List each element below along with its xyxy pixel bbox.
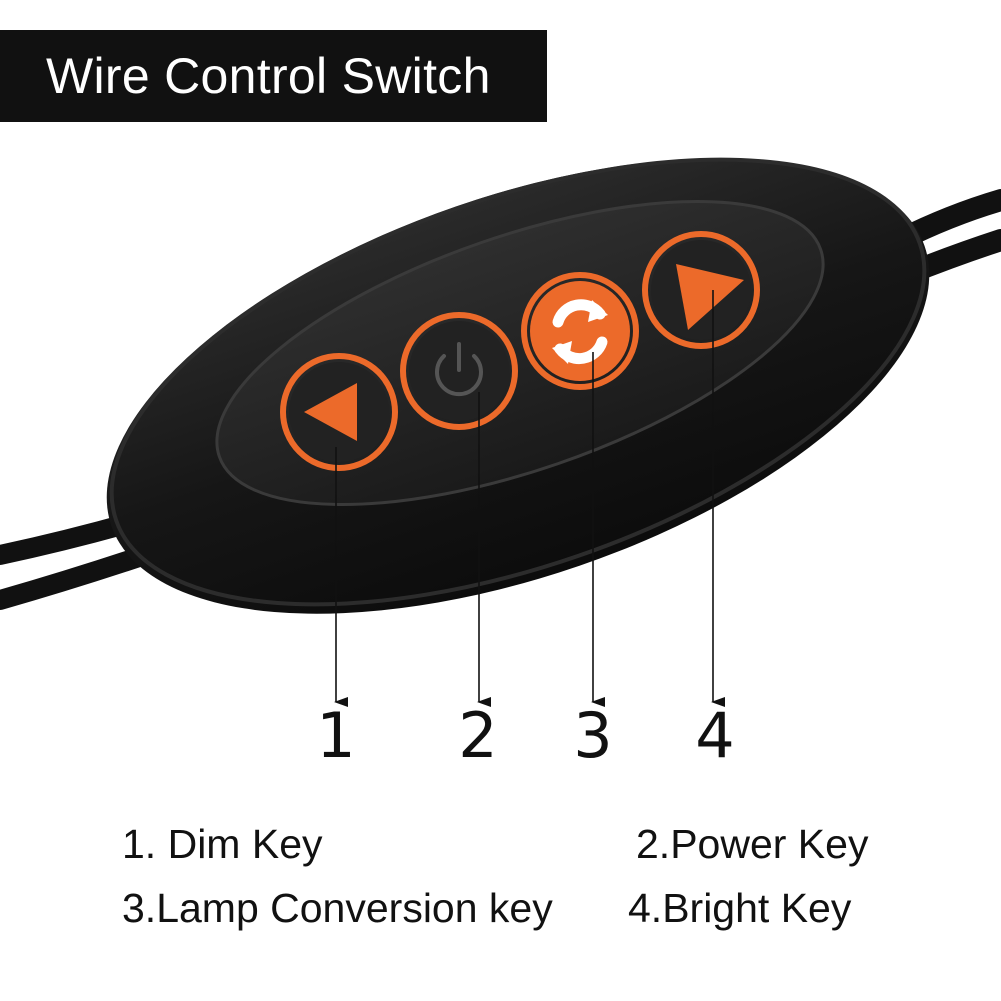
title-banner: Wire Control Switch [0,30,547,122]
lamp-conversion-icon [552,299,608,364]
right-triangle-icon [676,264,744,330]
legend-item-dim: 1. Dim Key [122,821,323,867]
legend-item-lamp-conversion: 3.Lamp Conversion key [122,885,553,931]
page-title: Wire Control Switch [46,48,491,104]
legend-item-power: 2.Power Key [636,821,869,867]
callout-number-1: 1 [316,699,356,772]
lamp-conversion-button[interactable] [521,272,639,390]
callout-arrows [334,290,725,707]
bright-button[interactable] [642,231,760,349]
callout-number-2: 2 [458,699,498,772]
power-button[interactable] [400,312,518,430]
callout-number-3: 3 [573,699,613,772]
left-triangle-icon [304,383,357,441]
callout-number-4: 4 [695,699,735,772]
dim-button[interactable] [280,353,398,471]
power-icon [435,342,483,397]
legend-item-bright: 4.Bright Key [628,885,852,931]
